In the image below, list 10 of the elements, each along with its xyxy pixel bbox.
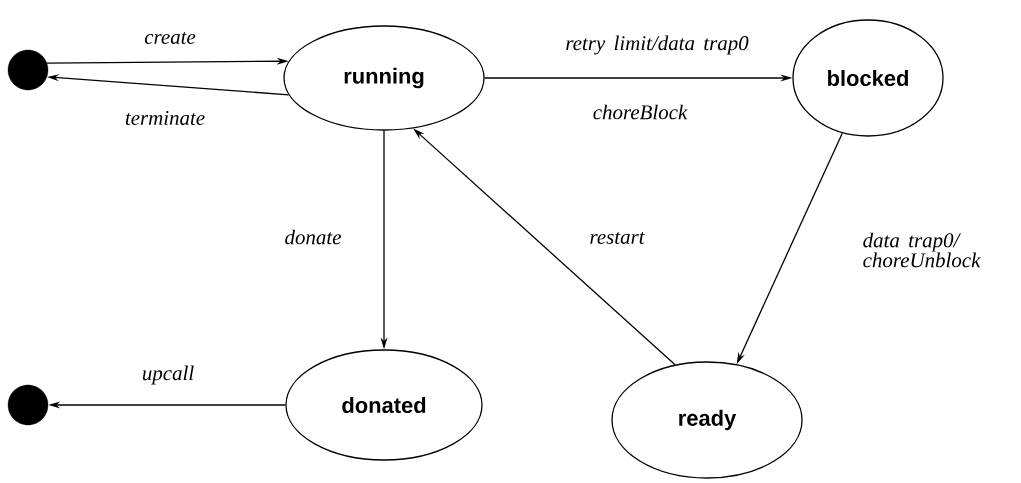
edge-label: donate: [283, 228, 343, 246]
terminal-dot: [7, 49, 49, 91]
edge-label: restart: [588, 231, 646, 245]
edge-label: create: [143, 31, 197, 45]
edge-label: upcall: [140, 364, 196, 386]
edge-label: retry limit/data trap0: [564, 34, 750, 56]
action-label: choreBlock: [593, 104, 688, 120]
edge-label: terminate: [123, 109, 207, 127]
edge-label: data trap0/ choreUnblock: [861, 231, 989, 269]
terminal-dot: [7, 384, 49, 426]
